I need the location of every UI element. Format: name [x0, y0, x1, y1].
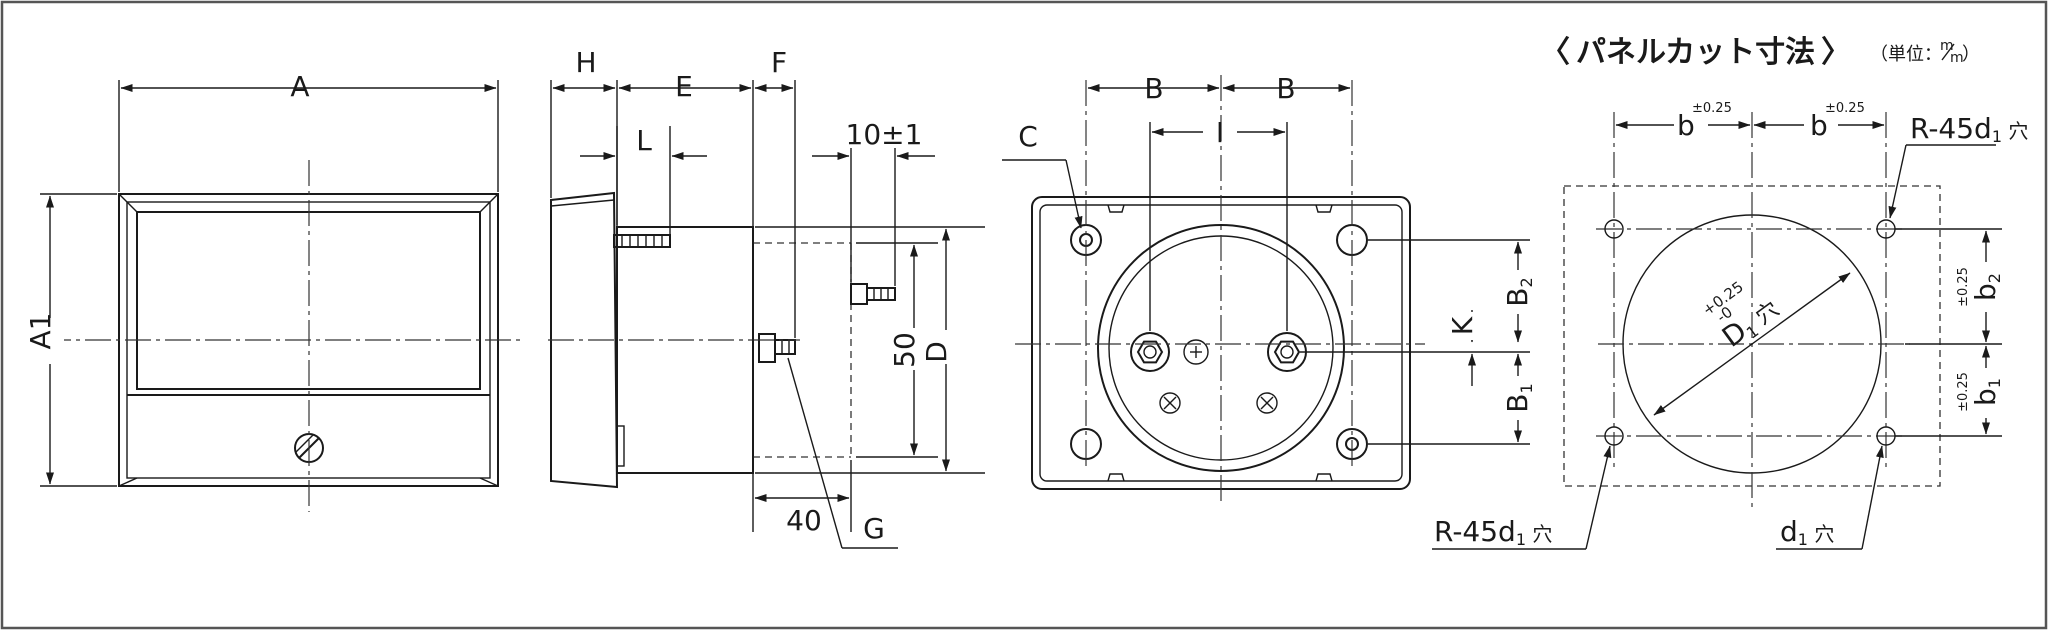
tol-b-left: ±0.25 — [1692, 101, 1732, 116]
dim-label-b-left: B — [1144, 72, 1163, 105]
unit-m-bottom: m — [1950, 50, 1964, 66]
panel-cut-title: 〈パネルカット寸法〉 — [1540, 35, 1851, 70]
label-hole-bottom-right: d1 穴 — [1780, 515, 1834, 549]
dim-label-d: D — [920, 341, 953, 363]
dim-label-a1: A1 — [24, 313, 57, 350]
side-view: H E F L 10±1 50 D 40 G — [548, 46, 985, 549]
screw-right-icon — [1256, 392, 1278, 414]
panel-hole-top-left — [1604, 219, 1624, 239]
panel-hole-bottom-left — [1604, 426, 1624, 446]
side-front-cover — [550, 191, 619, 489]
screw-left-icon — [1159, 392, 1181, 414]
panel-cut-view: 〈パネルカット寸法〉 （単位： m m ） b ±0.25 b ±0.25 — [1432, 35, 2028, 550]
unit-close: ） — [1962, 44, 1980, 65]
label-hole-bottom-left: R-45d1 穴 — [1434, 515, 1552, 549]
tol-b2: ±0.25 — [1956, 267, 1971, 307]
side-case-body — [616, 226, 754, 474]
dim-label-b-small-right: b — [1810, 109, 1828, 142]
dim-label-a: A — [290, 70, 309, 103]
dim-label-b1-small: b1 — [1969, 378, 2004, 406]
rear-terminal-left — [1130, 332, 1170, 372]
dim-label-i: I — [1216, 116, 1224, 149]
tol-b-right: ±0.25 — [1825, 101, 1865, 116]
rear-boss-outer — [1097, 224, 1345, 472]
label-hole-top-right: R-45d1 穴 — [1910, 112, 2028, 146]
dim-label-10: 10±1 — [846, 118, 923, 151]
dim-label-l: L — [636, 124, 652, 157]
dim-label-50: 50 — [888, 332, 921, 368]
front-view: A A1 — [24, 70, 520, 512]
dim-label-b-right: B — [1276, 72, 1295, 105]
rear-terminal-right — [1267, 332, 1307, 372]
dim-label-b1: B1 — [1501, 383, 1536, 412]
plus-mark-icon — [1183, 339, 1209, 365]
dim-label-e: E — [675, 70, 693, 103]
label-g: G — [863, 512, 885, 545]
dim-label-h: H — [575, 46, 596, 79]
dim-label-f: F — [771, 46, 787, 79]
dim-label-b-small-left: b — [1677, 109, 1695, 142]
dim-label-40: 40 — [786, 504, 822, 537]
rear-view: B B I C K B2 B1 — [1002, 72, 1536, 505]
dim-label-b2-small: b2 — [1969, 273, 2004, 301]
side-terminal-lower — [758, 333, 796, 363]
dim-label-k: K — [1446, 316, 1479, 335]
tol-b1: ±0.25 — [1956, 372, 1971, 412]
unit-label: （単位： — [1870, 44, 1942, 65]
label-c: C — [1018, 120, 1038, 153]
side-shaft — [613, 234, 671, 248]
dim-label-b2: B2 — [1501, 277, 1536, 306]
side-terminal-upper — [850, 283, 896, 305]
side-case-lip — [616, 425, 625, 467]
